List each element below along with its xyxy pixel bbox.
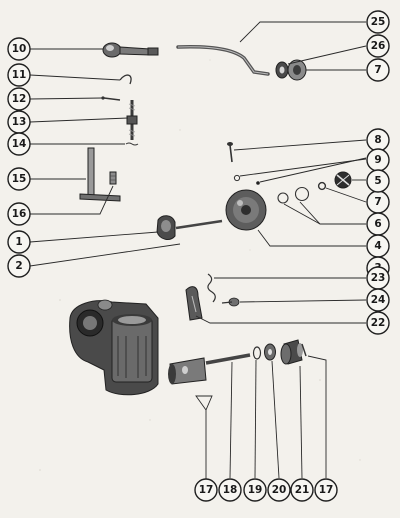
callout-26: 26 — [366, 34, 390, 58]
washer-part-9 — [233, 174, 241, 182]
callout-6: 6 — [366, 212, 390, 236]
svg-text:17: 17 — [319, 484, 334, 496]
bushing-part-top — [287, 59, 307, 81]
callout-15: 15 — [7, 167, 31, 191]
callout-21: 21 — [290, 478, 314, 502]
small-pin-part — [301, 343, 307, 357]
svg-text:1: 1 — [15, 236, 22, 248]
callout-19: 19 — [243, 478, 267, 502]
svg-text:6: 6 — [374, 218, 381, 230]
o-ring-parts-4 — [277, 186, 310, 204]
screw-part-8 — [227, 142, 233, 163]
small-screw-part — [109, 171, 117, 185]
callout-17-left: 17 — [194, 478, 218, 502]
float-arm-part — [185, 286, 203, 321]
carburetor-body-part — [69, 299, 159, 396]
callout-16: 16 — [7, 202, 31, 226]
jet-holder-part — [280, 339, 303, 365]
svg-text:22: 22 — [371, 317, 386, 329]
svg-text:2: 2 — [15, 260, 22, 272]
svg-text:7: 7 — [374, 196, 381, 208]
pin-part — [101, 96, 121, 101]
svg-text:25: 25 — [371, 16, 386, 28]
svg-text:8: 8 — [374, 134, 381, 146]
callout-25: 25 — [366, 10, 390, 34]
callout-23: 23 — [366, 266, 390, 290]
svg-text:12: 12 — [12, 93, 27, 105]
svg-text:10: 10 — [12, 43, 27, 55]
svg-text:17: 17 — [199, 484, 214, 496]
throttle-shaft-part — [156, 215, 223, 240]
needle-part — [221, 297, 240, 307]
callout-4: 4 — [366, 234, 390, 258]
callout-2: 2 — [7, 254, 31, 278]
washer-part-6 — [317, 181, 327, 191]
linkage-rod-part — [176, 45, 270, 76]
callout-7-top: 7 — [366, 58, 390, 82]
adjusting-screw-part — [126, 100, 138, 140]
callout-1: 1 — [7, 230, 31, 254]
callout-22: 22 — [366, 311, 390, 335]
callout-14: 14 — [7, 132, 31, 156]
callout-11: 11 — [7, 63, 31, 87]
callout-12: 12 — [7, 87, 31, 111]
svg-text:20: 20 — [272, 484, 287, 496]
throttle-lever-part — [102, 42, 159, 58]
callout-18: 18 — [218, 478, 242, 502]
callout-13: 13 — [7, 110, 31, 134]
choke-shaft-part — [79, 147, 121, 202]
ball-part-5 — [256, 181, 260, 185]
svg-text:23: 23 — [371, 272, 386, 284]
svg-text:9: 9 — [374, 154, 381, 166]
svg-text:11: 11 — [12, 69, 27, 81]
svg-text:26: 26 — [371, 40, 386, 52]
svg-text:19: 19 — [248, 484, 263, 496]
callout-20: 20 — [267, 478, 291, 502]
svg-text:24: 24 — [371, 294, 386, 306]
leader-lines — [29, 21, 367, 487]
nozzle-part — [168, 353, 251, 385]
svg-text:16: 16 — [12, 208, 27, 220]
callout-10: 10 — [7, 37, 31, 61]
gasket-parts — [252, 343, 276, 361]
svg-text:15: 15 — [12, 173, 27, 185]
wire-clip-part — [119, 74, 132, 85]
callout-5-label: 5 — [366, 169, 390, 193]
callout-24: 24 — [366, 288, 390, 312]
float-spring-part — [207, 273, 216, 303]
paper-texture — [39, 59, 361, 471]
svg-text:21: 21 — [295, 484, 310, 496]
svg-text:13: 13 — [12, 116, 27, 128]
svg-text:7: 7 — [374, 64, 381, 76]
spring-part — [125, 142, 139, 146]
slotted-plug-part — [334, 171, 352, 189]
svg-text:4: 4 — [374, 240, 381, 252]
pump-body-part — [225, 189, 267, 231]
callout-5-text: 5 — [374, 175, 381, 187]
callout-17-right: 17 — [314, 478, 338, 502]
svg-text:14: 14 — [12, 138, 27, 150]
svg-text:18: 18 — [223, 484, 238, 496]
